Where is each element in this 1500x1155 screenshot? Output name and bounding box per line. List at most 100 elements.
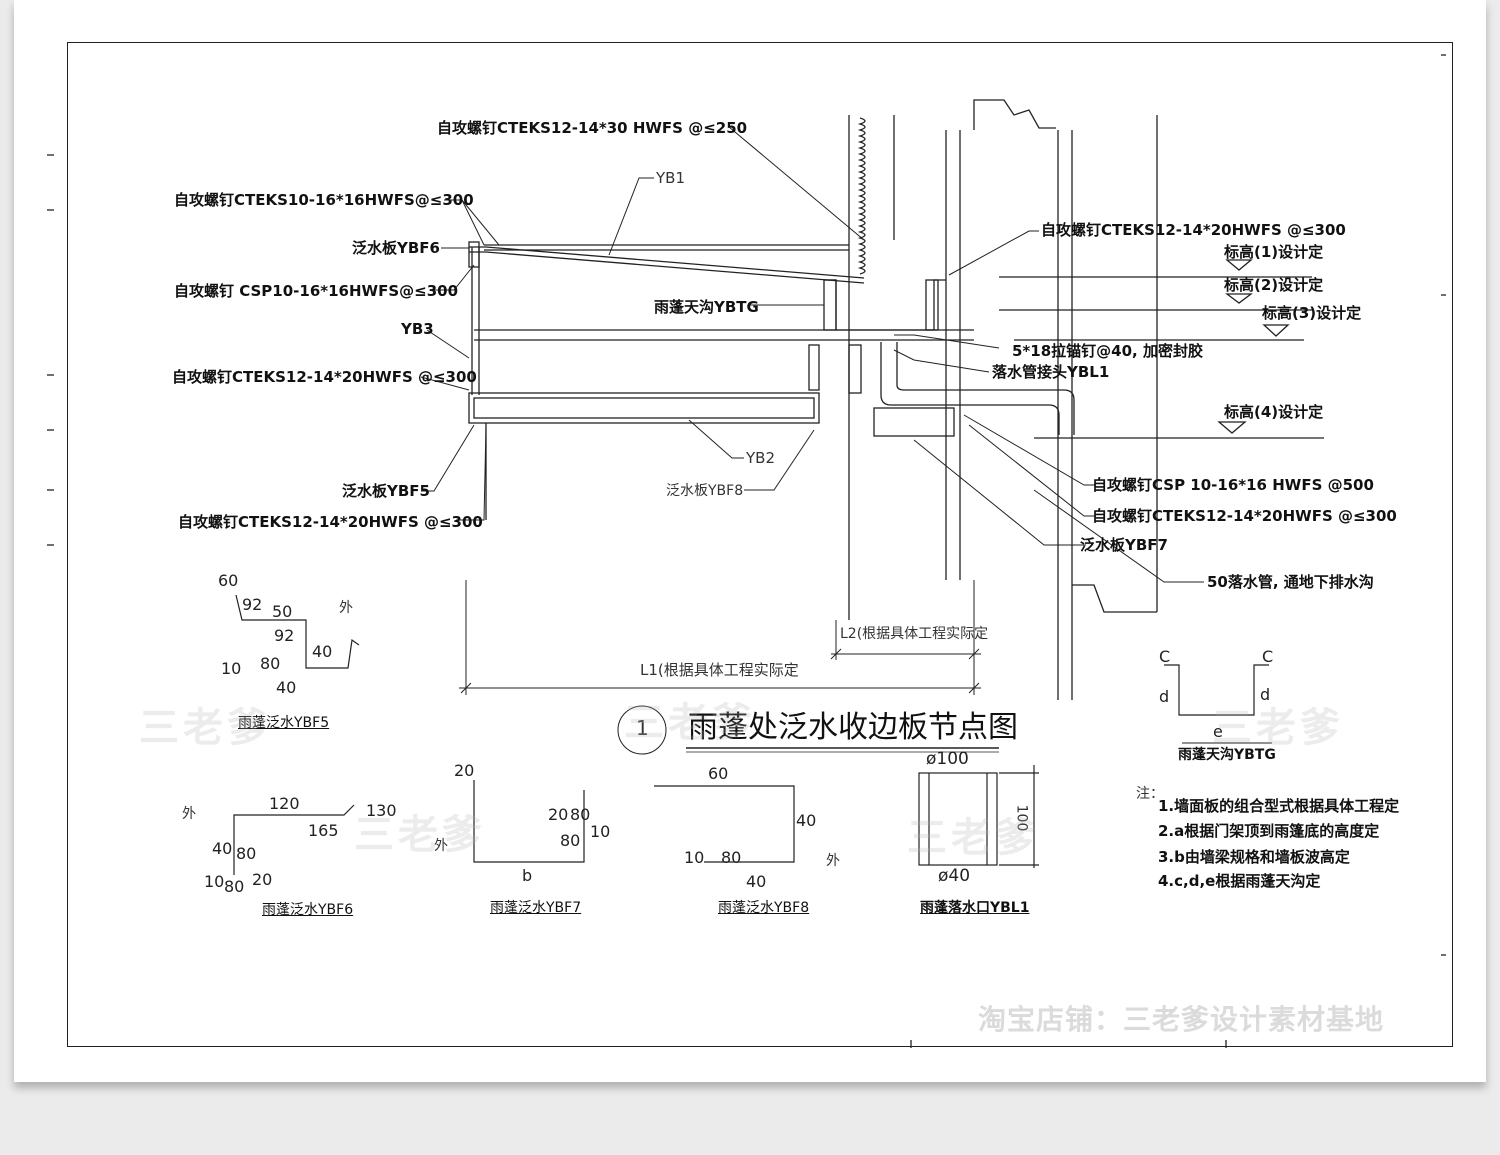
elevation-4: 标高(4)设计定 xyxy=(1224,403,1324,421)
detail-number: 1 xyxy=(636,716,649,740)
ybf5-dim-outer: 外 xyxy=(339,600,353,616)
callout-yb1: YB1 xyxy=(656,169,685,187)
ybf7-dim-b: b xyxy=(522,866,533,885)
callout-ybtg: 雨蓬天沟YBTG xyxy=(654,298,759,316)
callout-screw-csp-left: 自攻螺钉 CSP10-16*16HWFS@≤300 xyxy=(174,282,459,300)
insulation-spring xyxy=(857,117,866,275)
drawing-frame xyxy=(67,42,1453,1047)
ybf5-dim-50: 50 xyxy=(272,602,293,621)
note-2: 2.a根据门架顶到雨篷底的高度定 xyxy=(1158,822,1380,840)
shop-watermark: 淘宝店铺：三老爹设计素材基地 xyxy=(978,1003,1385,1036)
ybf6-dim-130: 130 xyxy=(366,801,397,820)
ybf7-dim-80b: 80 xyxy=(560,831,581,850)
ybf6-dim-80a: 80 xyxy=(236,844,257,863)
ybl1-caption: 雨蓬落水口YBL1 xyxy=(920,900,1030,916)
elevation-2: 标高(2)设计定 xyxy=(1224,276,1324,294)
downpipe xyxy=(808,342,1075,437)
watermark-3: 三老爹 xyxy=(1212,705,1344,751)
ybf6-dim-120: 120 xyxy=(269,794,300,813)
callout-ybl1: 落水管接头YBL1 xyxy=(992,363,1110,381)
ybf8-dim-outer: 外 xyxy=(826,853,840,869)
ybf6-dim-40: 40 xyxy=(212,839,233,858)
callout-screw-1214-left: 自攻螺钉CTEKS12-14*20HWFS @≤300 xyxy=(172,368,477,386)
callout-ybf8: 泛水板YBF8 xyxy=(666,483,744,499)
watermark-4: 三老爹 xyxy=(354,812,486,858)
callout-yb2: YB2 xyxy=(746,449,775,467)
watermark-1: 三老爹 xyxy=(139,705,271,751)
callout-screw-top: 自攻螺钉CTEKS12-14*30 HWFS @≤250 xyxy=(437,119,748,137)
ybf7-caption: 雨蓬泛水YBF7 xyxy=(490,900,582,916)
ybf6-dim-20: 20 xyxy=(252,870,273,889)
callout-ybf6: 泛水板YBF6 xyxy=(352,239,440,257)
ybf6-dim-10: 10 xyxy=(204,872,225,891)
frame-ticks xyxy=(47,54,1446,1048)
ybf6-dim-80b: 80 xyxy=(224,877,245,896)
detail-number-circle xyxy=(617,705,667,755)
dimension-l1: L1(根据具体工程实际定 xyxy=(640,661,799,679)
callout-ybf5: 泛水板YBF5 xyxy=(342,482,430,500)
ybf5-dim-92a: 92 xyxy=(242,595,263,614)
drawing-sheet: 自攻螺钉CTEKS12-14*30 HWFS @≤250 YB1 自攻螺钉CTE… xyxy=(14,0,1486,1082)
drawing-title: 雨蓬处泛水收边板节点图 xyxy=(688,710,1018,745)
watermark-5: 三老爹 xyxy=(907,815,1039,861)
ybf8-dim-40b: 40 xyxy=(746,872,767,891)
ybf6-caption: 雨蓬泛水YBF6 xyxy=(262,902,354,918)
ybtg-dim-d-left: d xyxy=(1159,687,1170,706)
elevation-markers xyxy=(999,259,1324,439)
elevation-3: 标高(3)设计定 xyxy=(1262,304,1362,322)
callout-screw-1214-right: 自攻螺钉CTEKS12-14*20HWFS @≤300 xyxy=(1041,221,1346,239)
ybf7-dim-80a: 80 xyxy=(570,805,591,824)
ybf8-caption: 雨蓬泛水YBF8 xyxy=(718,900,810,916)
ybf6-dim-165: 165 xyxy=(308,821,339,840)
note-3: 3.b由墙梁规格和墙板波高定 xyxy=(1158,848,1350,866)
note-4: 4.c,d,e根据雨蓬天沟定 xyxy=(1158,872,1321,890)
callout-downpipe: 50落水管, 通地下排水沟 xyxy=(1207,573,1374,591)
ybl1-dim-d40: ø40 xyxy=(938,866,971,886)
dimension-lines xyxy=(459,580,981,695)
callout-screw-csp-right: 自攻螺钉CSP 10-16*16 HWFS @500 xyxy=(1092,476,1374,494)
callout-screw-1016: 自攻螺钉CTEKS10-16*16HWFS@≤300 xyxy=(174,191,474,209)
ybf5-dim-40b: 40 xyxy=(276,678,297,697)
callout-screw-1214-bottom: 自攻螺钉CTEKS12-14*20HWFS @≤300 xyxy=(178,513,483,531)
ybf8-dim-40a: 40 xyxy=(796,811,817,830)
ybf8-dim-10: 10 xyxy=(684,848,705,867)
ybf8-profile xyxy=(654,785,795,863)
ybtg-dim-d-right: d xyxy=(1260,685,1271,704)
ybtg-caption: 雨蓬天沟YBTG xyxy=(1178,747,1276,763)
ybf5-profile xyxy=(235,594,360,669)
ybtg-dim-e: e xyxy=(1213,722,1223,741)
callout-yb3: YB3 xyxy=(401,320,434,338)
ybtg-dim-c-left: C xyxy=(1159,647,1171,666)
ybf7-dim-10: 10 xyxy=(590,822,611,841)
note-1: 1.墙面板的组合型式根据具体工程定 xyxy=(1158,797,1400,815)
canopy-frame xyxy=(468,241,974,520)
ybtg-dim-c-right: C xyxy=(1262,647,1274,666)
notes-label: 注： xyxy=(1136,786,1164,802)
watermark-2: 三老爹 xyxy=(624,700,756,746)
ybf5-dim-40a: 40 xyxy=(312,642,333,661)
ybf5-dim-10: 10 xyxy=(221,659,242,678)
dimension-l2: L2(根据具体工程实际定 xyxy=(840,626,989,642)
ybl1-dim-d100: ø100 xyxy=(926,749,969,769)
ybf5-dim-60: 60 xyxy=(218,571,239,590)
ybtg-profile xyxy=(1164,664,1269,716)
ybf6-profile xyxy=(233,804,355,875)
ybf5-dim-80: 80 xyxy=(260,654,281,673)
callout-rivet: 5*18拉锚钉@40, 加密封胶 xyxy=(1012,342,1203,360)
ybl1-profile xyxy=(918,765,1039,868)
callout-ybf7: 泛水板YBF7 xyxy=(1080,536,1168,554)
ybf8-dim-80: 80 xyxy=(721,848,742,867)
canopy-roof-yb1 xyxy=(469,244,865,284)
ybf6-dim-outer: 外 xyxy=(182,806,196,822)
ybf8-dim-60: 60 xyxy=(708,764,729,783)
ybf7-dim-20b: 20 xyxy=(548,805,569,824)
gutter-ybtg xyxy=(823,279,946,331)
ybf5-dim-92b: 92 xyxy=(274,626,295,645)
elevation-1: 标高(1)设计定 xyxy=(1224,243,1324,261)
ybf5-caption: 雨蓬泛水YBF5 xyxy=(238,715,330,731)
wall-column xyxy=(848,99,1158,700)
ybf7-dim-20a: 20 xyxy=(454,761,475,780)
leader-lines xyxy=(420,126,1204,583)
ybf7-profile xyxy=(473,780,585,863)
ybf7-dim-outer: 外 xyxy=(434,838,448,854)
